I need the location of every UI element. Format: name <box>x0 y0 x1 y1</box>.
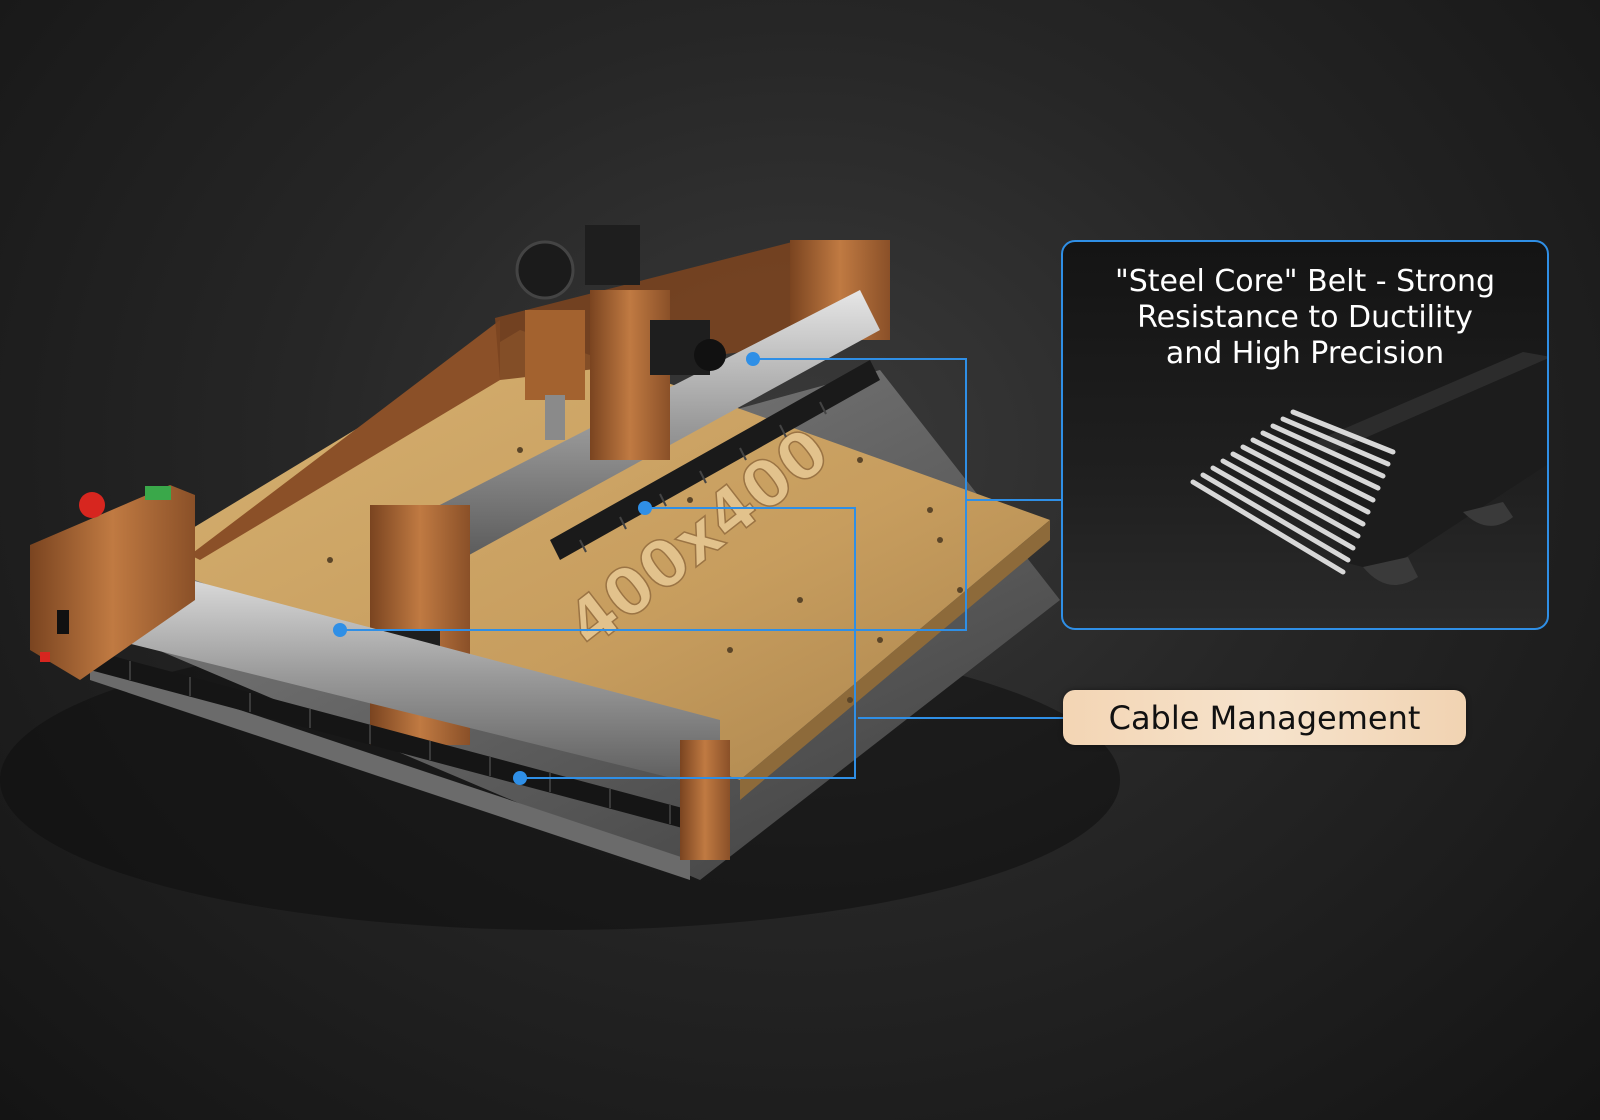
belt-teeth <box>1363 502 1513 585</box>
front-drag-chain <box>90 650 690 830</box>
callout-leader-lines <box>340 358 1064 779</box>
z-stepper-motor <box>585 225 640 285</box>
base-tray-front <box>90 660 690 880</box>
emergency-stop-button <box>79 492 105 518</box>
steel-core-belt-callout: "Steel Core" Belt - Strong Resistance to… <box>1061 240 1549 630</box>
front-y-rail <box>115 560 720 790</box>
terminal-block <box>145 486 171 500</box>
steel-core-belt-image <box>1190 352 1547 585</box>
belt-top-surface <box>1313 352 1547 452</box>
x-drag-chain-links <box>579 401 827 553</box>
power-switch <box>57 610 69 634</box>
light-switch <box>40 652 50 662</box>
spindle-bit <box>545 395 565 440</box>
x-gantry-drag-chain <box>550 360 880 560</box>
spindle-fan <box>515 240 575 300</box>
steel-core-belt-title: "Steel Core" Belt - Strong Resistance to… <box>1114 264 1496 371</box>
x-motor-knob <box>694 339 726 371</box>
front-drag-chain-links <box>129 661 671 824</box>
mdf-bed-front <box>740 520 1050 800</box>
control-box <box>30 485 195 680</box>
belt-body <box>1333 358 1547 572</box>
callout-anchor-dots <box>333 352 760 785</box>
steel-core-wires <box>1190 409 1396 575</box>
left-copper-wall <box>190 320 500 560</box>
spindle-body <box>525 310 585 400</box>
cable-management-label: Cable Management <box>1063 690 1466 745</box>
right-front-copper-bracket <box>680 740 730 860</box>
